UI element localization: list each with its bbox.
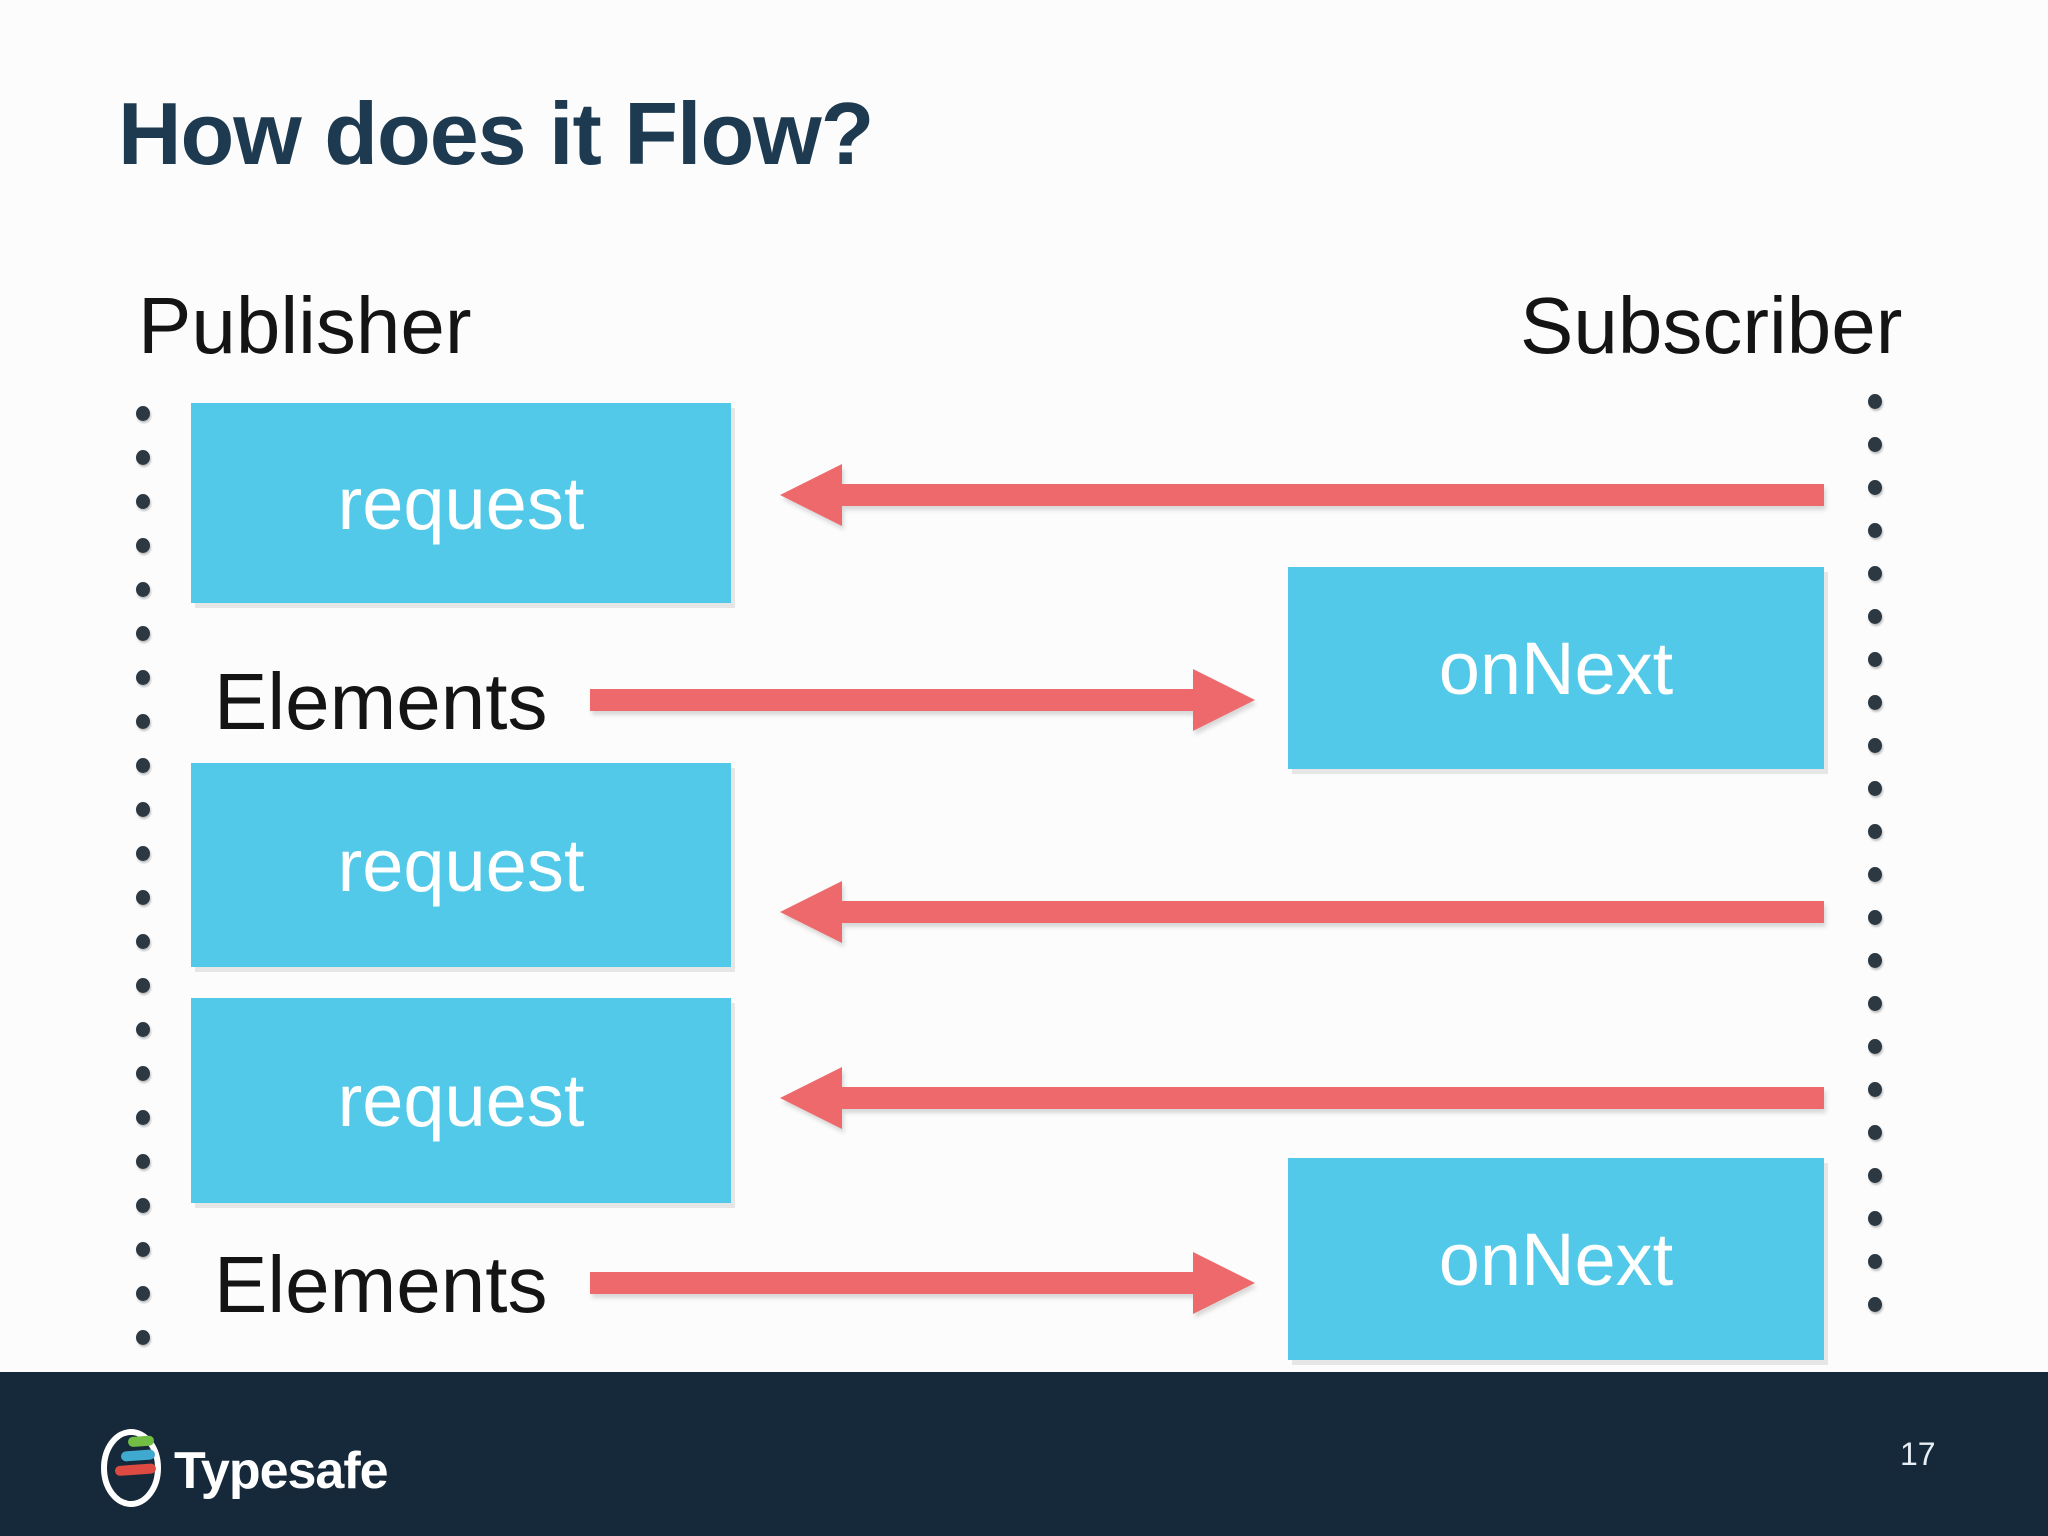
timeline-dot xyxy=(136,670,150,685)
arrow-shaft xyxy=(590,1272,1195,1294)
timeline-dot xyxy=(136,1286,150,1301)
request-box-2-label: request xyxy=(337,823,585,907)
timeline-dot xyxy=(136,582,150,597)
timeline-dot xyxy=(136,890,150,905)
timeline-dot xyxy=(1868,523,1882,538)
timeline-dot xyxy=(136,450,150,465)
timeline-dot xyxy=(1868,781,1882,796)
timeline-dot xyxy=(136,978,150,993)
timeline-dot xyxy=(1868,566,1882,581)
request-box-2: request xyxy=(191,763,731,967)
timeline-dot xyxy=(1868,1297,1882,1312)
page-number: 17 xyxy=(1900,1436,1936,1472)
onnext-box-1-label: onNext xyxy=(1438,626,1674,710)
timeline-dot xyxy=(1868,394,1882,409)
arrow-head-right-icon xyxy=(1193,669,1255,731)
subscriber-label: Subscriber xyxy=(1520,281,1903,370)
typesafe-logo: Typesafe xyxy=(100,1428,389,1508)
onnext-box-2: onNext xyxy=(1288,1158,1824,1360)
timeline-dot xyxy=(136,406,150,421)
timeline-dot xyxy=(1868,1082,1882,1097)
timeline-dot xyxy=(136,1242,150,1257)
timeline-dot xyxy=(1868,738,1882,753)
request-box-3-label: request xyxy=(337,1059,585,1142)
footer-bar xyxy=(0,1372,2048,1536)
timeline-dot xyxy=(136,934,150,949)
onnext-box-1: onNext xyxy=(1288,567,1824,769)
timeline-dot xyxy=(136,538,150,553)
arrow-head-left-icon xyxy=(780,464,842,526)
publisher-label: Publisher xyxy=(138,281,472,370)
timeline-dot xyxy=(1868,867,1882,882)
request-box-1-label: request xyxy=(337,461,585,545)
arrow-shaft xyxy=(840,484,1824,506)
publisher-timeline xyxy=(136,406,150,1345)
arrow-shaft xyxy=(840,1087,1824,1109)
elements-label-2: Elements xyxy=(214,1240,548,1329)
timeline-dot xyxy=(136,846,150,861)
timeline-dot xyxy=(1868,1039,1882,1054)
timeline-dot xyxy=(136,1022,150,1037)
timeline-dot xyxy=(1868,1211,1882,1226)
elements-label-1: Elements xyxy=(214,657,548,746)
arrow-shaft xyxy=(840,901,1824,923)
timeline-dot xyxy=(136,1198,150,1213)
typesafe-wordmark: Typesafe xyxy=(174,1442,389,1500)
timeline-dot xyxy=(1868,652,1882,667)
subscriber-timeline xyxy=(1868,394,1882,1312)
timeline-dot xyxy=(1868,953,1882,968)
timeline-dot xyxy=(136,1110,150,1125)
onnext-box-2-label: onNext xyxy=(1438,1217,1674,1301)
timeline-dot xyxy=(136,1154,150,1169)
timeline-dot xyxy=(136,626,150,641)
timeline-dot xyxy=(1868,996,1882,1011)
timeline-dot xyxy=(136,802,150,817)
request-box-1: request xyxy=(191,403,731,603)
arrow-head-right-icon xyxy=(1193,1252,1255,1314)
timeline-dot xyxy=(136,494,150,509)
request-box-3: request xyxy=(191,998,731,1203)
timeline-dot xyxy=(136,1066,150,1081)
timeline-dot xyxy=(1868,1125,1882,1140)
timeline-dot xyxy=(136,758,150,773)
timeline-dot xyxy=(1868,695,1882,710)
arrow-shaft xyxy=(590,689,1195,711)
timeline-dot xyxy=(1868,480,1882,495)
arrow-head-left-icon xyxy=(780,1067,842,1129)
arrow-head-left-icon xyxy=(780,881,842,943)
timeline-dot xyxy=(1868,824,1882,839)
timeline-dot xyxy=(1868,609,1882,624)
timeline-dot xyxy=(1868,910,1882,925)
slide-title: How does it Flow? xyxy=(118,84,874,183)
timeline-dot xyxy=(1868,1254,1882,1269)
timeline-dot xyxy=(1868,1168,1882,1183)
timeline-dot xyxy=(136,1330,150,1345)
timeline-dot xyxy=(1868,437,1882,452)
typesafe-logo-icon xyxy=(101,1429,161,1507)
timeline-dot xyxy=(136,714,150,729)
